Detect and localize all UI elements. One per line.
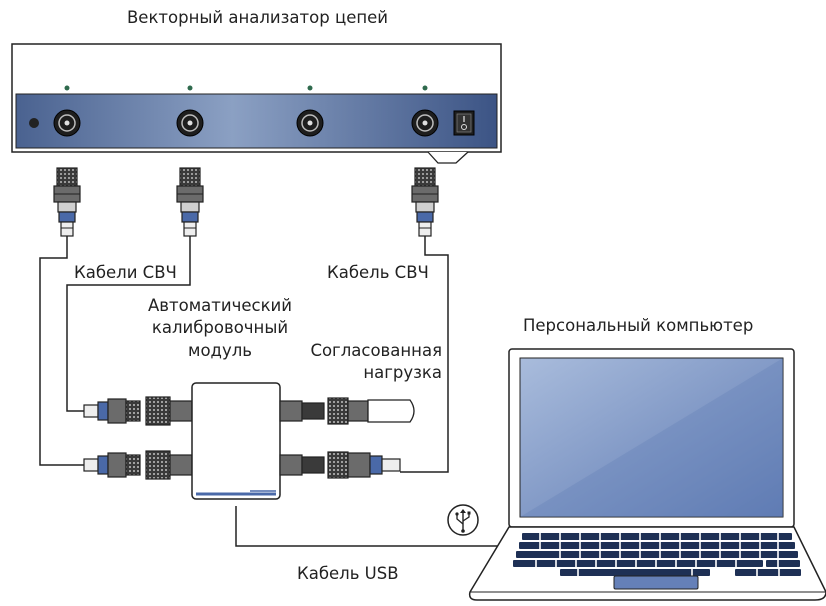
cables-left-label: Кабели СВЧ <box>74 263 177 282</box>
led-indicator-icon <box>307 85 313 91</box>
led-indicator-icon <box>64 85 70 91</box>
cal-module-line-1: Автоматический <box>148 296 292 315</box>
rf-cables <box>39 235 500 547</box>
keyboard <box>513 533 801 576</box>
cal-module-line-2: калибровочный <box>151 318 289 338</box>
rf-port-icon <box>53 109 81 137</box>
usb-icon <box>447 504 479 536</box>
cable-connector <box>411 167 439 237</box>
led-indicator-icon <box>187 85 193 91</box>
rf-port-icon <box>176 109 204 137</box>
calibration-module <box>83 382 325 500</box>
analyzer <box>11 43 502 164</box>
cal-module-label: Автоматический калибровочный модуль <box>128 295 312 362</box>
matched-load <box>327 397 415 425</box>
load-line-2: нагрузка <box>363 363 442 383</box>
analyzer-title: Векторный анализатор цепей <box>126 8 389 27</box>
power-switch-icon <box>453 110 475 136</box>
pc-label: Персональный компьютер <box>523 316 754 335</box>
cable-connector <box>327 451 401 479</box>
rf-port-icon <box>411 109 439 137</box>
usb-cable-label: Кабель USB <box>297 564 399 583</box>
cable-connector <box>53 167 81 237</box>
load-line-1: Согласованная <box>310 341 442 360</box>
laptop <box>468 348 826 601</box>
cable-right-label: Кабель СВЧ <box>327 263 429 282</box>
rf-port-icon <box>296 109 324 137</box>
touchpad <box>613 575 699 590</box>
cal-module-line-3: модуль <box>188 340 252 360</box>
led-indicator-icon <box>422 85 428 91</box>
cable-connector <box>176 167 204 237</box>
load-label: Согласованная нагрузка <box>278 340 442 385</box>
